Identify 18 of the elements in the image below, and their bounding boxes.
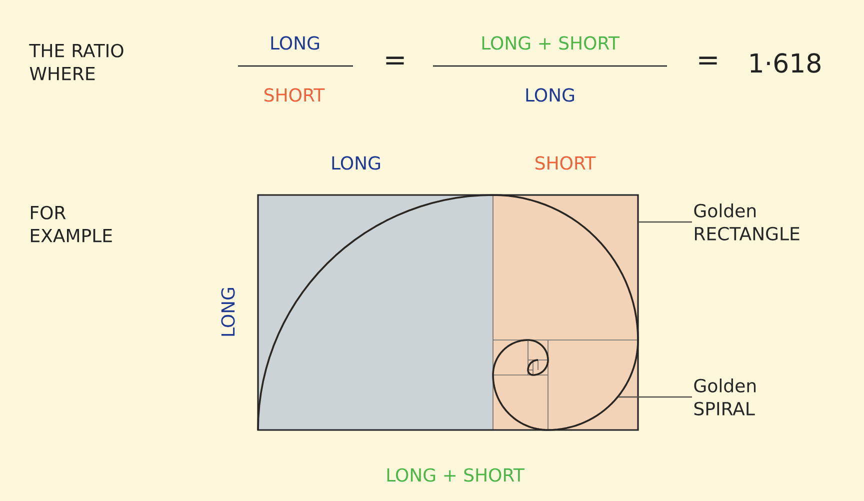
callout-text: Golden SPIRAL <box>694 378 756 416</box>
side-label: LONG + SHORT <box>387 468 524 482</box>
denominator-text: SHORT <box>264 88 325 102</box>
numerator-text: LONG + SHORT <box>482 36 620 50</box>
heading-text: THE RATIO WHERE <box>29 44 124 80</box>
golden-rectangle-drawing <box>257 194 639 431</box>
side-label: LONG <box>332 156 380 170</box>
denominator-text: LONG <box>526 88 574 102</box>
numerator-text: LONG <box>271 36 320 50</box>
leader-line <box>618 396 692 398</box>
equals-sign: = <box>699 56 717 65</box>
equals-sign: = <box>386 56 404 65</box>
leader-line <box>638 221 692 223</box>
example-text: FOR EXAMPLE <box>30 206 112 242</box>
callout-text: Golden RECTANGLE <box>694 204 800 240</box>
side-label: SHORT <box>536 156 596 170</box>
ratio-value: 1·618 <box>750 53 820 73</box>
side-label: LONG <box>221 288 235 336</box>
